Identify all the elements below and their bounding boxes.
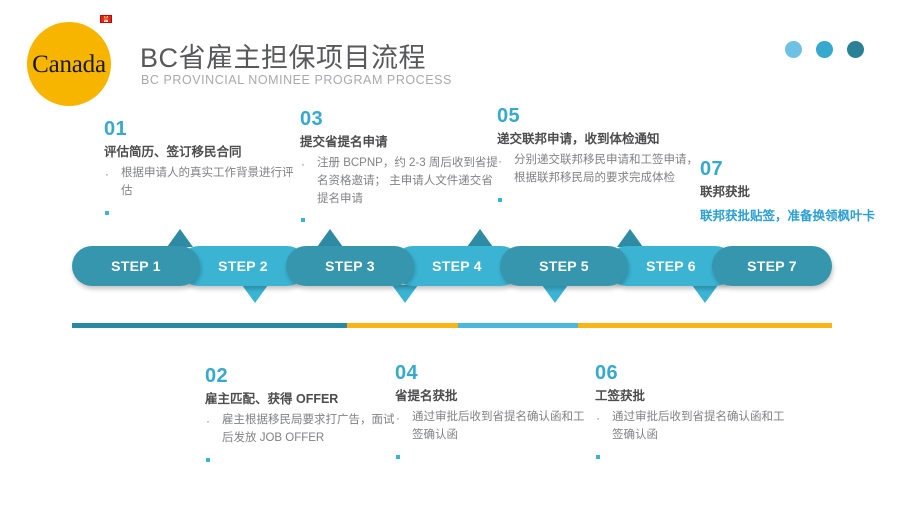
- bullet-text: 根据申请人的真实工作背景进行评估: [121, 166, 294, 197]
- step-bullet-02-1: ·雇主根据移民局要求打广告，面试后发放 JOB OFFER: [205, 412, 401, 448]
- step-block-04: 04 省提名获批 · 通过审批后收到省提名确认函和工签确认函: [395, 362, 591, 459]
- slide-header: Canada 🍁 BC省雇主担保项目流程 BC PROVINCIAL NOMIN…: [0, 0, 900, 106]
- step-heading-05: 递交联邦申请，收到体检通知: [497, 132, 660, 146]
- step-bullet-03-1: ·注册 BCPNP，约 2-3 周后收到省提名资格邀请； 主申请人文件递交省提名…: [300, 155, 500, 208]
- pointer-down-1: [242, 285, 268, 303]
- step-number-03: 03: [300, 108, 324, 130]
- bullet-text: 通过审批后收到省提名确认函和工签确认函: [412, 410, 585, 441]
- bullet-dot-icon: ·: [206, 413, 210, 428]
- header-dot-1: [785, 41, 802, 58]
- step-segment-5[interactable]: STEP 5: [500, 246, 628, 286]
- step-segment-7[interactable]: STEP 7: [712, 246, 832, 286]
- empty-bullet-marker: [596, 454, 600, 459]
- step-segment-2[interactable]: STEP 2: [179, 246, 307, 286]
- bullet-text: 通过审批后收到省提名确认函和工签确认函: [612, 410, 785, 441]
- step-block-05: 05 递交联邦申请，收到体检通知 · 分别递交联邦移民申请和工签申请，根据联邦移民局的…: [497, 105, 702, 202]
- step-number-06: 06: [595, 362, 619, 384]
- step-segment-label: STEP 2: [218, 258, 268, 274]
- step-bullet-04-1: · 通过审批后收到省提名确认函和工签确认函: [395, 409, 591, 445]
- step-bullet-01-1: · 根据申请人的真实工作背景进行评估: [104, 165, 300, 201]
- canada-wordmark: Canada: [32, 50, 106, 78]
- empty-bullet-marker: [105, 210, 109, 215]
- pointer-up-3: [467, 229, 493, 247]
- step-heading-06: 工签获批: [595, 389, 646, 403]
- step-number-01: 01: [104, 118, 128, 140]
- step-heading-07: 联邦获批: [700, 185, 751, 199]
- step-progress-bar: STEP 1 STEP 2 STEP 3 STEP 4 STEP 5 STEP 6 STEP…: [72, 229, 832, 303]
- pointer-down-4: [692, 285, 718, 303]
- divider-segment-4: [578, 323, 832, 328]
- step-number-02: 02: [205, 365, 229, 387]
- bullet-dot-icon: ·: [596, 410, 600, 425]
- step-segment-label: STEP 3: [325, 258, 375, 274]
- color-divider: [72, 323, 832, 328]
- empty-bullet-marker: [301, 218, 305, 223]
- step-segment-label: STEP 4: [432, 258, 482, 274]
- step-block-01: 01 评估简历、签订移民合同 · 根据申请人的真实工作背景进行评估: [104, 118, 300, 215]
- empty-bullet-marker: [498, 197, 502, 202]
- bullet-dot-icon: ·: [396, 410, 400, 425]
- bullet-text: 雇主根据移民局要求打广告，面试后发放 JOB OFFER: [222, 413, 395, 444]
- page-subtitle: BC PROVINCIAL NOMINEE PROGRAM PROCESS: [141, 73, 452, 87]
- step-segment-label: STEP 7: [747, 258, 797, 274]
- step-subheading-07: 联邦获批贴签，准备换领枫叶卡: [700, 208, 876, 223]
- empty-bullet-marker: [396, 454, 400, 459]
- step-number-07: 07: [700, 158, 724, 180]
- step-block-06: 06 工签获批 · 通过审批后收到省提名确认函和工签确认函: [595, 362, 791, 459]
- empty-bullet-marker: [206, 457, 210, 462]
- step-block-07: 07 联邦获批联邦获批贴签，准备换领枫叶卡: [700, 158, 896, 225]
- step-segment-4[interactable]: STEP 4: [393, 246, 521, 286]
- canada-flag-icon: 🍁: [100, 15, 112, 23]
- bullet-dot-icon: ·: [105, 166, 109, 181]
- pointer-down-3: [542, 285, 568, 303]
- divider-segment-1: [72, 323, 347, 328]
- step-segment-3[interactable]: STEP 3: [286, 246, 414, 286]
- step-heading-02: 雇主匹配、获得 OFFER: [205, 392, 339, 406]
- step-segment-1[interactable]: STEP 1: [72, 246, 200, 286]
- step-heading-01: 评估简历、签订移民合同: [104, 145, 242, 159]
- step-segment-label: STEP 1: [111, 258, 161, 274]
- step-heading-04: 省提名获批: [395, 389, 458, 403]
- divider-segment-2: [347, 323, 458, 328]
- divider-segment-3: [458, 323, 578, 328]
- page-title: BC省雇主担保项目流程: [140, 43, 427, 73]
- pointer-up-2: [317, 229, 343, 247]
- canada-logo: Canada 🍁: [27, 15, 112, 106]
- step-bullet-05-1: · 分别递交联邦移民申请和工签申请，根据联邦移民局的要求完成体检: [497, 152, 702, 188]
- bullet-text: 注册 BCPNP，约 2-3 周后收到省提名资格邀请； 主申请人文件递交省提名申…: [317, 156, 498, 205]
- pointer-up-1: [167, 229, 193, 247]
- step-bullet-06-1: · 通过审批后收到省提名确认函和工签确认函: [595, 409, 791, 445]
- step-segment-label: STEP 6: [646, 258, 696, 274]
- bullet-text: 分别递交联邦移民申请和工签申请，根据联邦移民局的要求完成体检: [514, 153, 698, 184]
- header-dot-2: [816, 41, 833, 58]
- header-dot-3: [847, 41, 864, 58]
- header-dots: [785, 41, 864, 58]
- pointer-up-4: [617, 229, 643, 247]
- step-heading-03: 提交省提名申请: [300, 135, 388, 149]
- bullet-dot-icon: ·: [301, 156, 305, 171]
- pointer-down-2: [392, 285, 418, 303]
- step-segment-label: STEP 5: [539, 258, 589, 274]
- step-number-04: 04: [395, 362, 419, 384]
- step-number-05: 05: [497, 105, 521, 127]
- bullet-dot-icon: ·: [498, 153, 502, 168]
